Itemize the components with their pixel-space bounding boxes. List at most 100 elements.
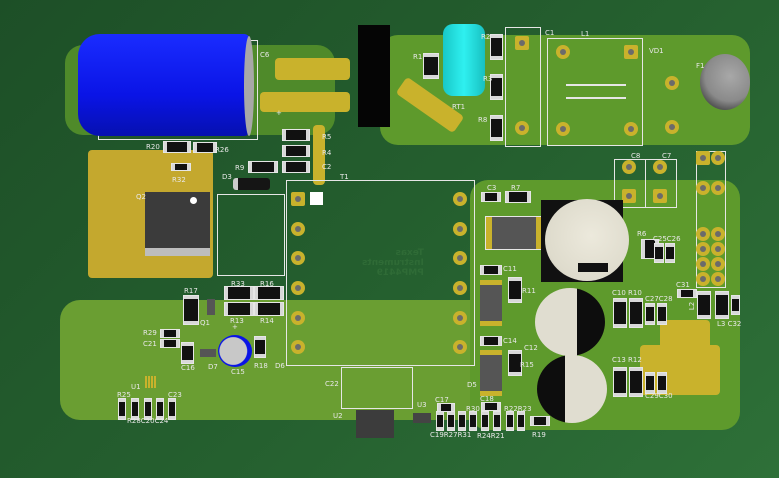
capacitor-c11[interactable] [481, 266, 501, 274]
resistor-r10[interactable] [630, 299, 642, 327]
capacitor-c21[interactable] [161, 340, 179, 347]
inductor-l2[interactable] [698, 292, 710, 318]
transistor-q1[interactable] [207, 299, 215, 315]
label-r14: R14 [260, 317, 274, 325]
capacitor-c16[interactable] [182, 343, 193, 363]
t1-pin1-marker [310, 192, 323, 205]
capacitor-c2[interactable] [283, 162, 309, 172]
electrolytic-cap-bottom[interactable] [537, 355, 607, 423]
resistor-row[interactable] [459, 412, 465, 430]
smd-row[interactable] [132, 399, 138, 419]
c22-outline [341, 367, 413, 409]
resistor-r5[interactable] [283, 130, 309, 140]
smd-row[interactable] [145, 399, 151, 419]
capacitor-c29[interactable] [646, 373, 654, 393]
resistor-r17[interactable] [184, 296, 198, 324]
label-c22: C22 [325, 380, 339, 388]
label-q1: Q1 [200, 319, 210, 327]
label-c13-r12: C13 R12 [612, 356, 642, 364]
resistor-r7[interactable] [506, 192, 530, 202]
resistor-row[interactable] [507, 412, 513, 430]
connector-pad [711, 151, 725, 165]
capacitor-c6[interactable] [78, 34, 250, 136]
resistor-r15[interactable] [509, 351, 521, 375]
capacitor-c31[interactable] [678, 290, 696, 297]
copper-pad-top2 [260, 92, 350, 112]
resistor-row[interactable] [437, 412, 443, 430]
black-component[interactable] [358, 25, 390, 127]
diode-d3[interactable] [233, 178, 270, 190]
l1-pad [556, 45, 570, 59]
label-c3: C3 [487, 184, 497, 192]
label-plus: + [276, 109, 282, 117]
diode-d5[interactable] [480, 350, 502, 396]
capacitor-c3[interactable] [482, 193, 500, 201]
resistor-r4[interactable] [283, 146, 309, 156]
resistor-r14[interactable] [255, 303, 283, 315]
smd-row[interactable] [119, 399, 125, 419]
resistor-r3[interactable] [491, 75, 502, 99]
capacitor-c13[interactable] [614, 368, 626, 396]
resistor-r29[interactable] [161, 330, 179, 337]
label-d6: D6 [275, 362, 285, 370]
capacitor-c32[interactable] [732, 296, 739, 314]
smd-row[interactable] [169, 399, 175, 419]
capacitor-c30[interactable] [658, 373, 666, 393]
resistor-r16[interactable] [255, 287, 283, 299]
diode-d7[interactable] [200, 349, 216, 357]
inductor-l3[interactable] [716, 292, 728, 318]
label-r30: R30 [466, 405, 480, 413]
resistor-row[interactable] [470, 412, 476, 430]
resistor-row[interactable] [448, 412, 454, 430]
connector-outline [696, 151, 726, 288]
capacitor-c25[interactable] [655, 244, 663, 262]
resistor-r32[interactable] [172, 164, 190, 170]
diode-d4[interactable] [480, 280, 502, 326]
l1-pad [624, 122, 638, 136]
resistor-r8[interactable] [491, 116, 502, 140]
thermistor-rt1[interactable] [443, 24, 485, 96]
resistor-r19[interactable] [531, 417, 549, 425]
resistor-r2[interactable] [491, 35, 502, 59]
capacitor-c15[interactable] [218, 335, 252, 367]
label-r1: R1 [413, 53, 423, 61]
label-d7: D7 [208, 363, 218, 371]
label-r33: R33 [231, 280, 245, 288]
resistor-r9[interactable] [249, 162, 277, 172]
smd-row[interactable] [157, 399, 163, 419]
label-c29c30: C29C30 [645, 392, 673, 400]
capacitor-c26[interactable] [666, 244, 674, 262]
ic-u3[interactable] [413, 413, 431, 423]
l1-pad [556, 122, 570, 136]
resistor-row[interactable] [494, 412, 500, 430]
capacitor-c18[interactable] [482, 403, 500, 410]
fuse-f1[interactable] [700, 54, 750, 110]
capacitor-c17[interactable] [438, 404, 454, 411]
transistor-q2[interactable] [145, 192, 210, 256]
resistor-r26[interactable] [194, 143, 216, 152]
electrolytic-cap-mid[interactable] [535, 288, 605, 356]
resistor-r1[interactable] [424, 54, 438, 78]
inductor-symbol [566, 84, 626, 86]
resistor-r18[interactable] [255, 337, 265, 357]
c1-pad [515, 121, 529, 135]
resistor-row[interactable] [482, 412, 488, 430]
ic-u1[interactable] [145, 376, 157, 388]
capacitor-c27[interactable] [646, 304, 654, 324]
label-c23: C23 [168, 391, 182, 399]
resistor-r20[interactable] [164, 142, 190, 152]
resistor-r33[interactable] [225, 287, 253, 299]
label-r5: R5 [322, 133, 332, 141]
resistor-r12[interactable] [630, 368, 642, 396]
label-c18: C18 [480, 395, 494, 403]
resistor-row[interactable] [518, 412, 524, 430]
label-c19r27r31: C19R27R31 [430, 431, 472, 439]
resistor-r11[interactable] [509, 278, 521, 302]
capacitor-c14[interactable] [481, 337, 501, 345]
capacitor-c28[interactable] [658, 304, 666, 324]
inductor-smd[interactable] [486, 217, 542, 249]
resistor-r13[interactable] [225, 303, 253, 315]
ic-u2[interactable] [356, 410, 394, 438]
c8-pad [622, 189, 636, 203]
capacitor-c10[interactable] [614, 299, 626, 327]
